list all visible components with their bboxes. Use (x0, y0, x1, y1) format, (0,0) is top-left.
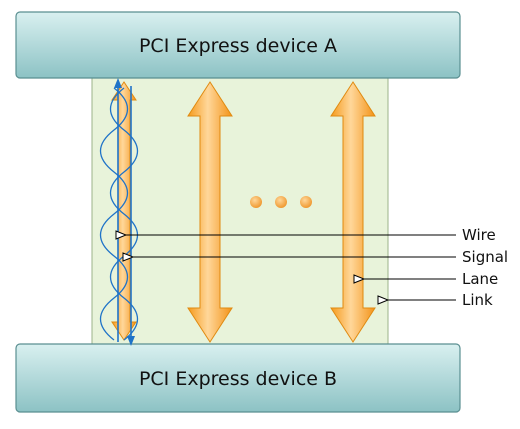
callout-label-signal: Signal (462, 248, 508, 266)
callout-label-wire: Wire (462, 226, 496, 244)
callout-label-link: Link (462, 291, 493, 309)
device-a: PCI Express device A (15, 11, 461, 79)
lane-arrow-3 (330, 81, 376, 343)
device-b: PCI Express device B (15, 343, 461, 413)
wire-twist (99, 87, 129, 341)
device-a-label: PCI Express device A (139, 35, 337, 57)
callout-label-lane: Lane (462, 270, 498, 288)
lane-arrow-2 (187, 81, 233, 343)
lane-1 (99, 78, 139, 346)
link-region (91, 71, 389, 355)
device-b-label: PCI Express device B (139, 368, 337, 390)
callouts: Wire Signal Lane Link (126, 226, 508, 309)
ellipsis-dots (250, 196, 312, 208)
